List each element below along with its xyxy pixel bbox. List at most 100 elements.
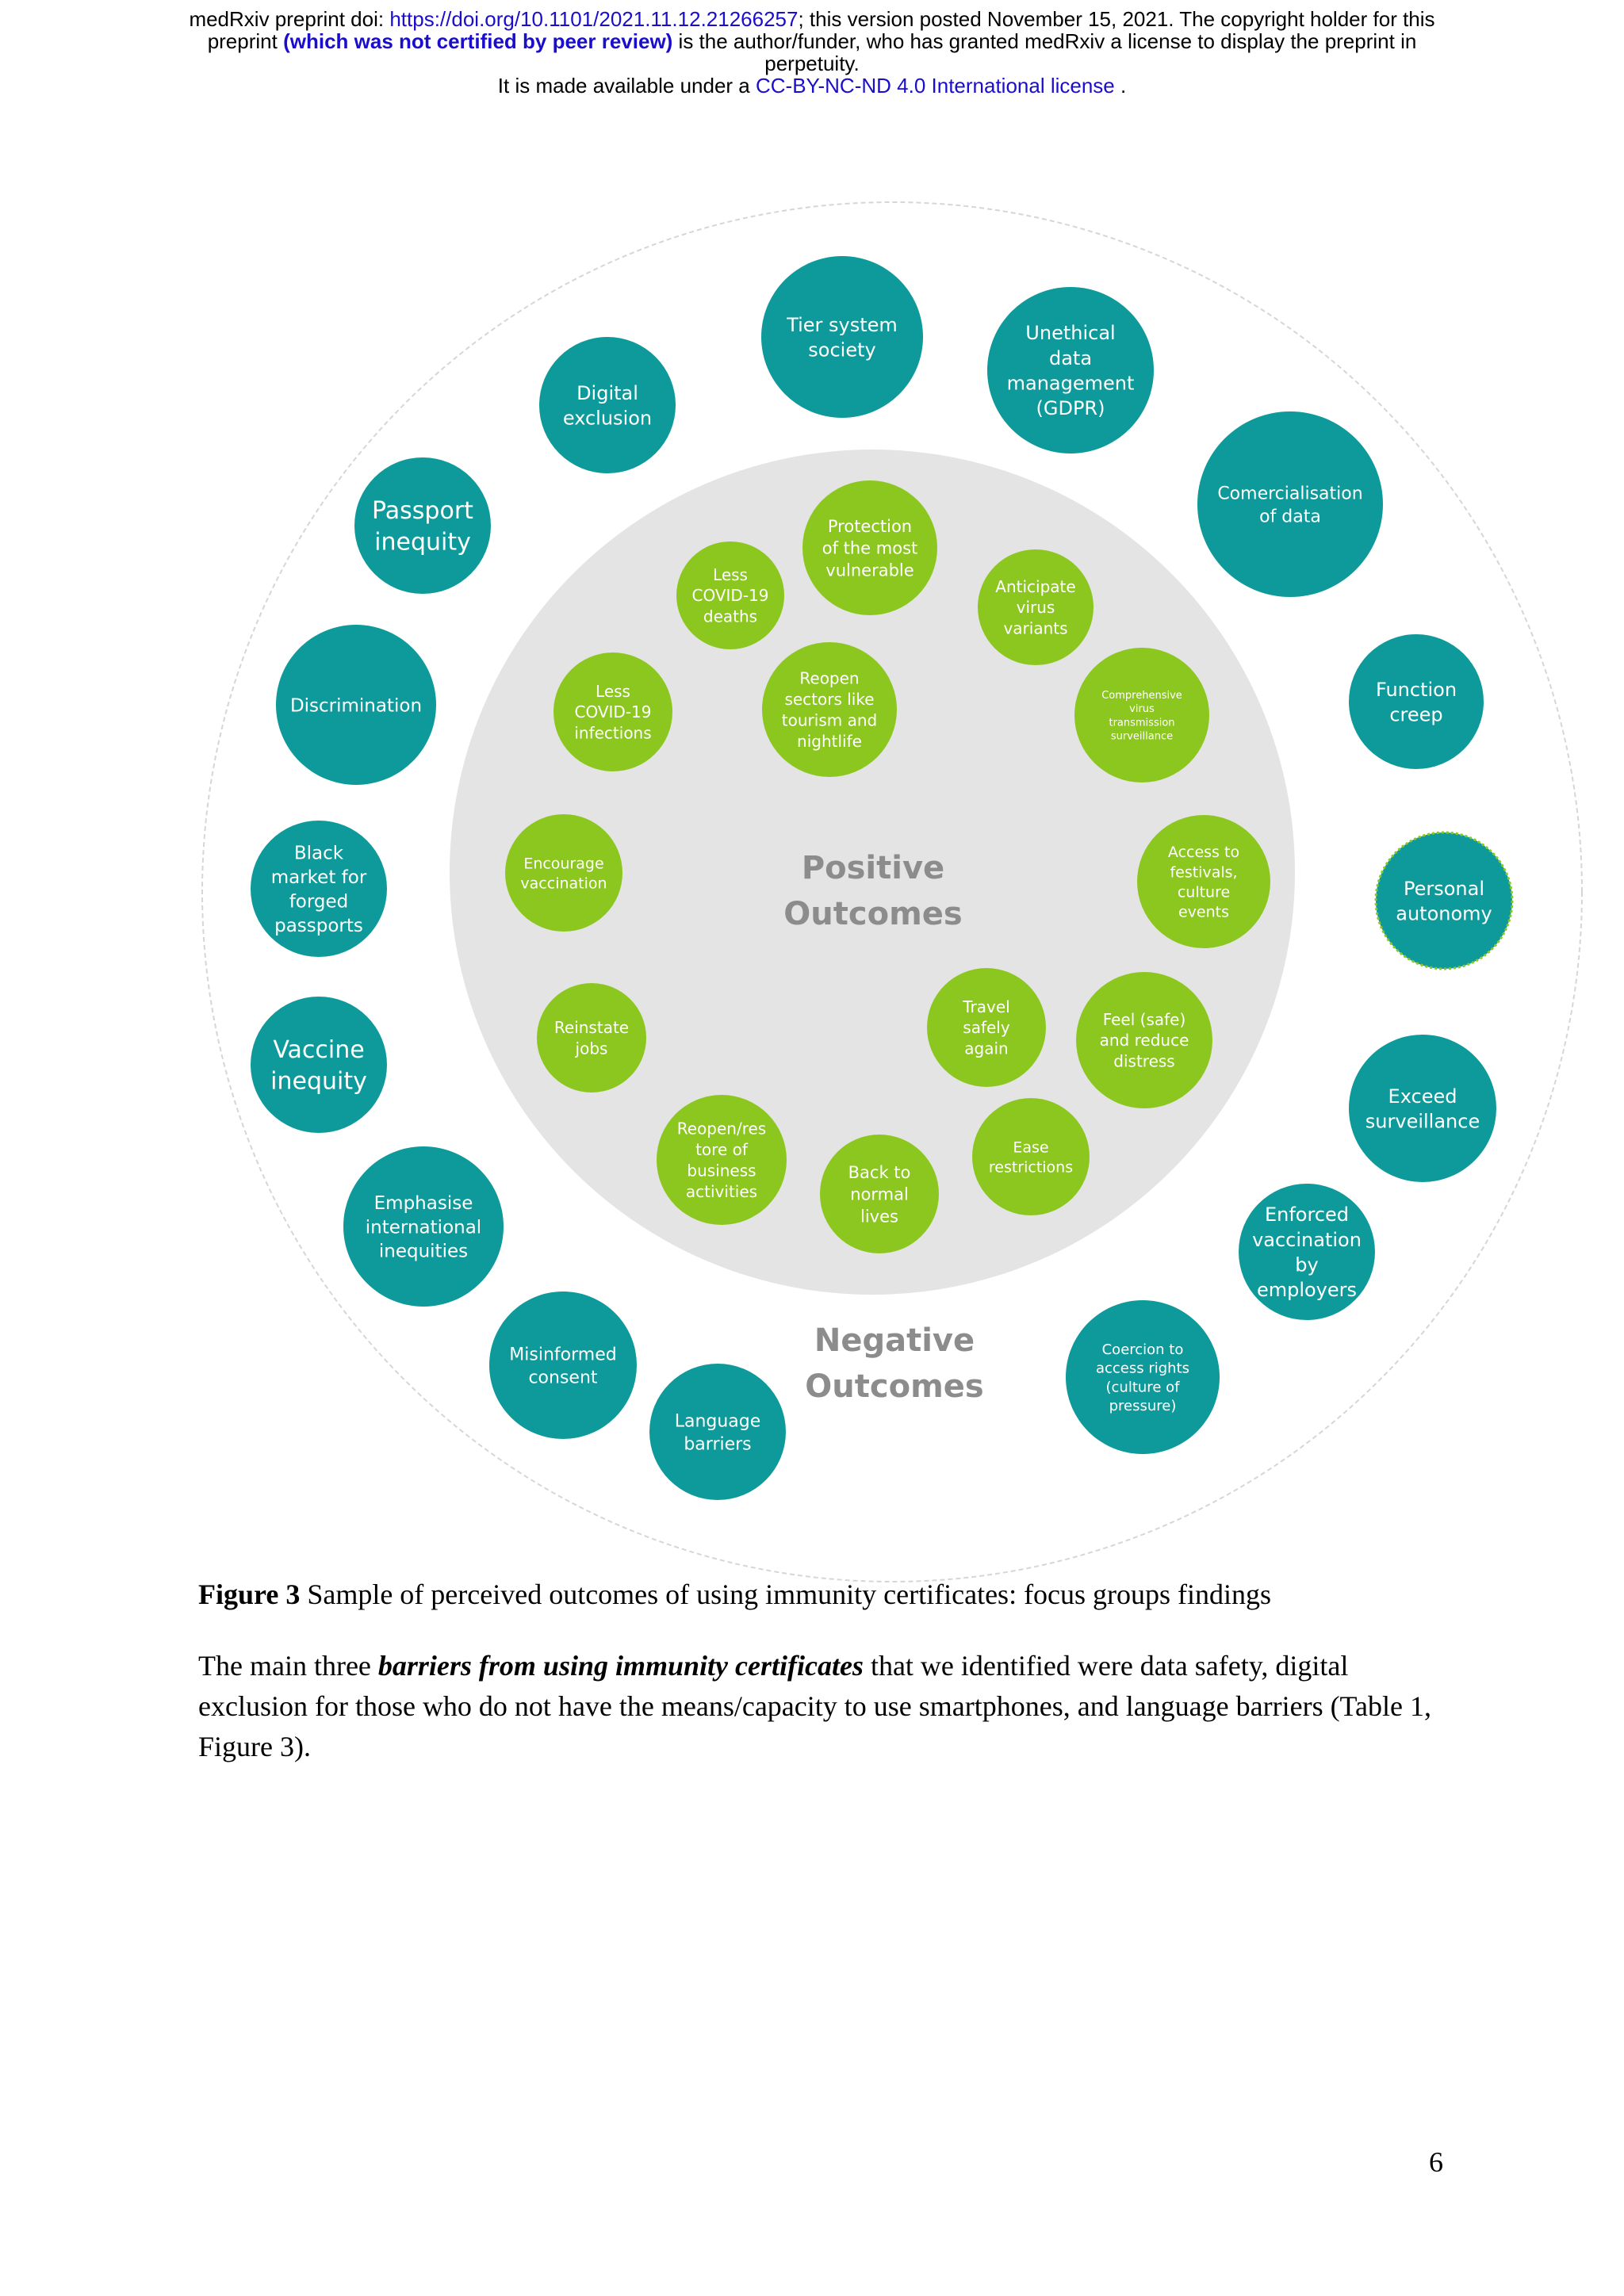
negative-outcome-bubble-circle: [251, 997, 387, 1133]
negative-outcome-bubble-circle: [251, 821, 387, 957]
positive-outcome-bubble-label: COVID-19: [691, 586, 768, 605]
positive-outcome-bubble-label: lives: [860, 1207, 898, 1226]
figure-caption: Figure 3 Sample of perceived outcomes of…: [198, 1578, 1435, 1611]
positive-outcomes-title: Positive: [802, 850, 944, 886]
positive-outcome-bubble-label: Reopen/res: [677, 1119, 766, 1138]
negative-outcome-bubble-label: Vaccine: [273, 1036, 364, 1064]
negative-outcome-bubble-circle: [987, 287, 1154, 453]
doi-link[interactable]: https://doi.org/10.1101/2021.11.12.21266…: [389, 7, 799, 31]
negative-outcome-bubble-label: Language: [675, 1411, 761, 1431]
header-line-1: medRxiv preprint doi: https://doi.org/10…: [189, 7, 1435, 31]
positive-outcome-bubble-label: of the most: [822, 539, 918, 558]
positive-outcome-bubble-label: Less: [596, 682, 630, 701]
negative-outcome-bubble-label: Passport: [372, 497, 473, 525]
positive-outcome-bubble-label: Back to: [848, 1163, 911, 1182]
positive-outcome-bubble-label: infections: [574, 724, 651, 743]
positive-outcome-bubble-label: distress: [1113, 1052, 1174, 1071]
positive-outcome-bubble-label: virus: [1129, 703, 1155, 715]
positive-outcome-bubble-circle: [1076, 972, 1212, 1108]
negative-outcome-bubble-label: Function: [1376, 679, 1457, 701]
positive-outcome-bubble-circle: [978, 549, 1094, 665]
emphasis-phrase: barriers from using immunity certificate…: [377, 1650, 864, 1682]
positive-outcome-bubble-label: nightlife: [797, 732, 862, 751]
positive-outcome-bubble-circle: [1074, 648, 1209, 783]
positive-outcome-bubble-circle: [762, 642, 897, 777]
negative-outcome-bubble-label: management: [1007, 372, 1135, 394]
positive-outcome-bubble-circle: [927, 968, 1046, 1087]
positive-outcome-bubble-label: Feel (safe): [1103, 1010, 1186, 1029]
negative-outcome-bubble-label: international: [366, 1217, 481, 1238]
positive-outcome-bubble-label: deaths: [703, 607, 757, 626]
positive-outcomes-disc: [450, 450, 1295, 1295]
negative-outcome-bubble-label: Coercion to: [1102, 1341, 1184, 1358]
positive-outcome-bubble-label: tore of: [695, 1140, 749, 1159]
figure-label: Figure 3: [198, 1578, 301, 1610]
body-paragraph: The main three barriers from using immun…: [198, 1650, 1431, 1762]
positive-outcome-bubble-circle: [820, 1135, 939, 1253]
negative-outcome-bubble-circle: [761, 256, 923, 418]
positive-outcome-bubble-label: restrictions: [989, 1158, 1073, 1176]
positive-outcome-bubble-circle: [553, 652, 672, 771]
positive-outcome-bubble-label: events: [1178, 903, 1229, 920]
positive-outcome-bubble-label: COVID-19: [574, 702, 651, 721]
negative-outcome-bubble-label: employers: [1257, 1279, 1357, 1301]
negative-outcome-bubble-label: forged: [289, 891, 349, 912]
negative-outcome-bubble-circle: [1197, 411, 1383, 597]
negative-outcome-bubble-label: Exceed: [1388, 1085, 1457, 1108]
negative-outcome-bubble-label: market for: [271, 867, 367, 888]
negative-outcome-bubble-label: Personal: [1404, 878, 1484, 900]
positive-outcome-bubble: Back to normal lives: [820, 1135, 939, 1253]
negative-outcome-bubble-circle: [649, 1364, 786, 1500]
negative-outcome-bubble-label: Emphasise: [374, 1193, 473, 1214]
positive-outcome-bubble-circle: [537, 983, 646, 1093]
license-link[interactable]: CC-BY-NC-ND 4.0 International license: [755, 74, 1115, 98]
positive-outcome-bubble-label: sectors like: [784, 690, 874, 709]
negative-outcome-bubble-label: autonomy: [1396, 902, 1492, 924]
negative-outcome-bubble-label: of data: [1259, 507, 1321, 526]
negative-outcome-bubble-label: Unethical: [1025, 322, 1115, 344]
positive-outcome-bubble-label: jobs: [575, 1039, 608, 1058]
negative-outcome-bubble-label: vaccination: [1252, 1229, 1362, 1251]
positive-outcome-bubble-label: vulnerable: [825, 561, 914, 580]
negative-outcome-bubble-circle: [539, 337, 676, 473]
positive-outcome-bubble-label: normal: [850, 1185, 909, 1204]
positive-outcome-bubble-circle: [657, 1095, 787, 1225]
positive-outcome-bubble-label: safely: [963, 1018, 1010, 1037]
negative-outcome-bubble-label: (GDPR): [1036, 397, 1105, 419]
negative-outcomes-title: Negative: [814, 1322, 975, 1359]
figure-caption-text: Sample of perceived outcomes of using im…: [300, 1578, 1272, 1610]
negative-outcome-bubble-label: inequity: [270, 1068, 367, 1096]
positive-outcome-bubble-label: Access to: [1168, 844, 1239, 861]
negative-outcome-bubble-label: consent: [528, 1368, 597, 1387]
peer-review-notice: (which was not certified by peer review): [283, 29, 673, 53]
negative-outcome-bubble-label: Digital: [576, 382, 638, 404]
negative-outcome-bubble-label: Comercialisation: [1217, 484, 1362, 503]
positive-outcome-bubble: Comprehensivevirustransmissionsurveillan…: [1074, 648, 1209, 783]
negative-outcomes-title: Outcomes: [805, 1368, 983, 1405]
negative-outcome-bubble-label: access rights: [1096, 1360, 1189, 1377]
positive-outcome-bubble-label: again: [964, 1039, 1008, 1058]
negative-outcome-bubble-label: creep: [1389, 703, 1442, 725]
page-number: 6: [1429, 2146, 1443, 2178]
positive-outcome-bubble-label: transmission: [1109, 717, 1174, 729]
positive-outcome-bubble-label: Protection: [828, 517, 912, 536]
header-line-2: preprint (which was not certified by pee…: [207, 29, 1417, 53]
negative-outcome-bubble-circle: [1349, 1035, 1496, 1182]
positive-outcomes-title: Outcomes: [783, 896, 962, 932]
